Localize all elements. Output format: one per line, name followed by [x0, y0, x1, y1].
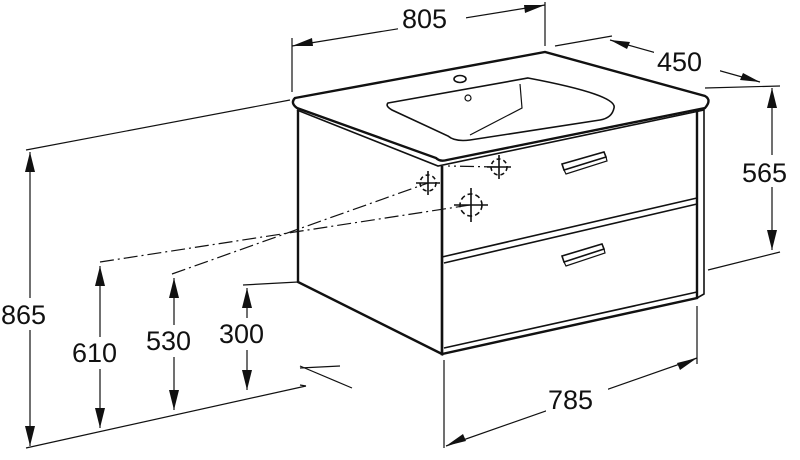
- lower-drawer-edge: [443, 291, 698, 349]
- dim-300: 300: [219, 319, 264, 349]
- dim-785: 785: [548, 385, 593, 415]
- lower-drawer-handle: [560, 243, 606, 267]
- right-edge: [696, 108, 705, 299]
- dimension-labels: 805 450 565 865 610 530 300 785: [0, 4, 800, 416]
- drain-icon: [464, 94, 472, 102]
- service-line-530: [171, 182, 429, 275]
- dim-530: 530: [146, 326, 191, 356]
- cabinet: [291, 50, 710, 356]
- dim-805: 805: [402, 4, 447, 34]
- tap-hole: [453, 74, 467, 84]
- countertop: [291, 50, 710, 162]
- service-lines: [99, 165, 499, 275]
- basin-inner: [469, 83, 523, 136]
- basin-bowl: [386, 77, 615, 142]
- service-line-upper: [447, 165, 499, 168]
- drain-outlet-marker-icon: [454, 188, 488, 222]
- dim-610: 610: [72, 338, 117, 368]
- dim-865: 865: [1, 300, 46, 330]
- side-panel: [296, 110, 444, 356]
- dim-450: 450: [657, 47, 702, 77]
- upper-drawer: [441, 197, 698, 264]
- extension-lines: [25, 2, 781, 449]
- front-panel: [440, 110, 699, 356]
- countertop-underside: [296, 109, 705, 167]
- dim-565: 565: [742, 158, 787, 188]
- upper-drawer-handle: [560, 151, 608, 175]
